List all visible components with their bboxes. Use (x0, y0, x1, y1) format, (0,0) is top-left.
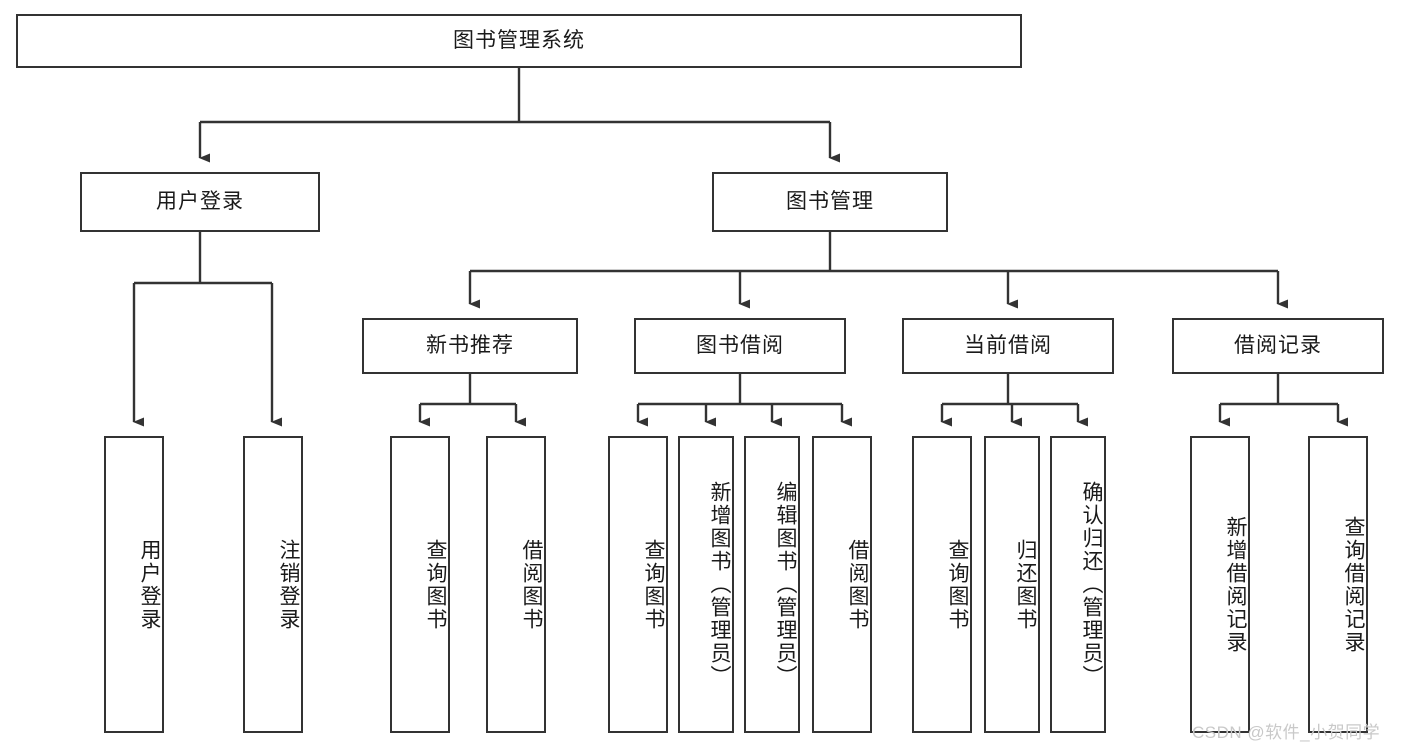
node-label: 当前借阅 (964, 334, 1052, 358)
node-level3-borrow-records[interactable]: 借阅记录 (1172, 318, 1384, 374)
node-label: 用户登录 (156, 190, 244, 214)
node-leaf-query-book-borrow[interactable]: 查询图书 (608, 436, 668, 733)
node-level2-book-management[interactable]: 图书管理 (712, 172, 948, 232)
node-label: 查询图书 (642, 538, 665, 631)
node-leaf-add-borrow-record[interactable]: 新增借阅记录 (1190, 436, 1250, 733)
node-label: 编辑图书（管理员） (774, 481, 797, 688)
node-label: 新增借阅记录 (1224, 515, 1247, 654)
node-label: 注销登录 (277, 538, 300, 631)
watermark: CSDN @软件_小贺同学 (1192, 723, 1381, 742)
node-leaf-query-book-recommend[interactable]: 查询图书 (390, 436, 450, 733)
node-label: 归还图书 (1014, 538, 1037, 631)
node-label: 借阅图书 (520, 538, 543, 631)
node-label: 图书借阅 (696, 334, 784, 358)
node-root-label: 图书管理系统 (453, 29, 585, 53)
node-leaf-query-book-current[interactable]: 查询图书 (912, 436, 972, 733)
node-label: 新增图书（管理员） (708, 481, 731, 688)
node-label: 借阅图书 (846, 538, 869, 631)
node-level3-new-book-recommend[interactable]: 新书推荐 (362, 318, 578, 374)
node-root[interactable]: 图书管理系统 (16, 14, 1022, 68)
node-label: 图书管理 (786, 190, 874, 214)
node-level2-user-login[interactable]: 用户登录 (80, 172, 320, 232)
node-level3-current-borrow[interactable]: 当前借阅 (902, 318, 1114, 374)
node-leaf-logout[interactable]: 注销登录 (243, 436, 303, 733)
node-label: 查询借阅记录 (1342, 515, 1365, 654)
node-label: 查询图书 (946, 538, 969, 631)
node-leaf-confirm-return-admin[interactable]: 确认归还（管理员） (1050, 436, 1106, 733)
node-leaf-query-borrow-record[interactable]: 查询借阅记录 (1308, 436, 1368, 733)
node-leaf-user-login[interactable]: 用户登录 (104, 436, 164, 733)
node-label: 确认归还（管理员） (1080, 481, 1103, 688)
node-label: 借阅记录 (1234, 334, 1322, 358)
node-leaf-borrow-book-recommend[interactable]: 借阅图书 (486, 436, 546, 733)
node-label: 查询图书 (424, 538, 447, 631)
node-level3-book-borrow[interactable]: 图书借阅 (634, 318, 846, 374)
node-leaf-add-book-admin[interactable]: 新增图书（管理员） (678, 436, 734, 733)
node-label: 用户登录 (138, 538, 161, 631)
node-leaf-borrow-book[interactable]: 借阅图书 (812, 436, 872, 733)
node-leaf-return-book[interactable]: 归还图书 (984, 436, 1040, 733)
node-leaf-edit-book-admin[interactable]: 编辑图书（管理员） (744, 436, 800, 733)
node-label: 新书推荐 (426, 334, 514, 358)
